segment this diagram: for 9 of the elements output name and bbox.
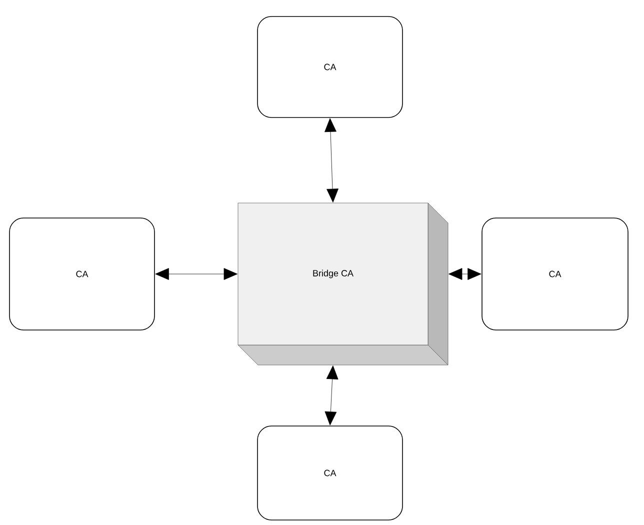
double-arrow: [448, 268, 482, 280]
rounded-box: CA: [257, 426, 403, 520]
rounded-box: CA: [257, 16, 403, 118]
double-arrow: [155, 268, 238, 280]
box-3d: Bridge CA: [238, 202, 448, 366]
double-arrow: [324, 366, 338, 426]
double-arrow: [324, 118, 338, 202]
rounded-box: CA: [482, 218, 628, 330]
rounded-box: CA: [9, 218, 155, 330]
